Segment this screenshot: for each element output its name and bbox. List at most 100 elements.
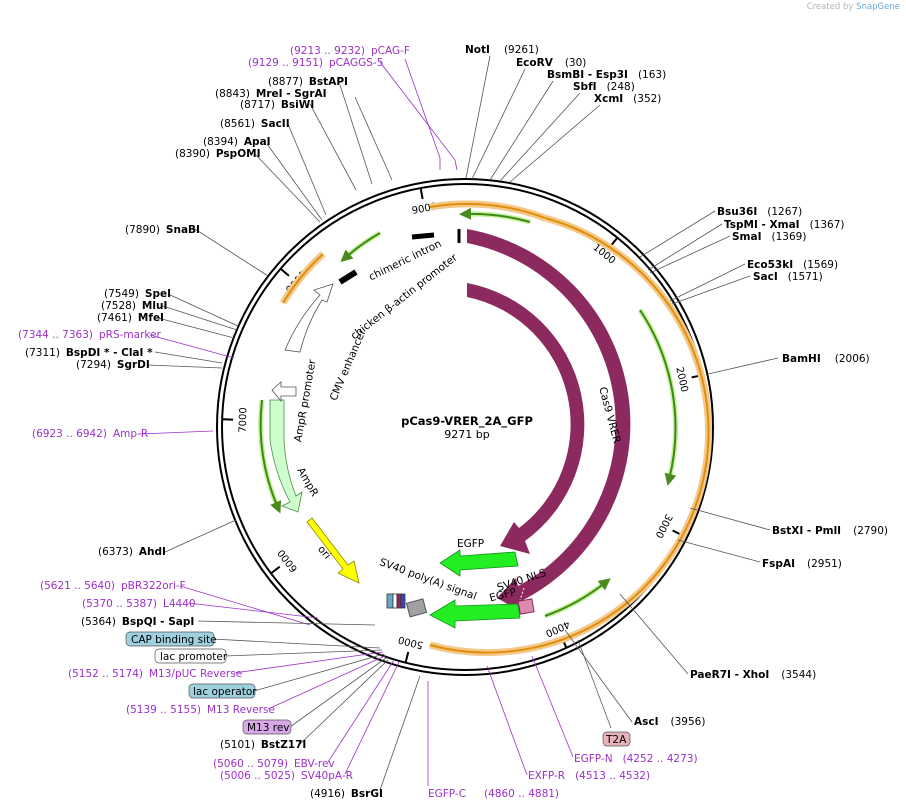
sgrdi-name[interactable]: SgrDI	[117, 359, 150, 371]
sbfi-name[interactable]: SbfI	[573, 81, 597, 93]
line-pcaggs5	[379, 61, 458, 171]
line-spei	[167, 293, 239, 327]
spei-name[interactable]: SpeI	[145, 288, 171, 300]
cmv-enhancer-arrow	[284, 283, 334, 353]
bstapi-pos: (8877)	[268, 76, 303, 88]
svg-text:(5370 .. 5387)L4440: (5370 .. 5387)L4440	[82, 598, 196, 610]
bsmbi-name[interactable]: BsmBI - Esp3I	[547, 69, 628, 81]
line-mrei	[354, 96, 393, 181]
ampr-primer-name[interactable]: Amp-R	[113, 428, 148, 440]
egfpn-name[interactable]: EGFP-N	[574, 753, 613, 765]
saci-pos: (1571)	[788, 271, 823, 283]
line-bsu36i	[639, 210, 716, 258]
tick-mark-5000	[404, 651, 410, 663]
line-saci	[671, 275, 751, 305]
sbfi-pos: (248)	[607, 81, 635, 93]
svg-text:EXFP-R(4513 .. 4532): EXFP-R(4513 .. 4532)	[528, 770, 650, 782]
line-sacii	[287, 123, 327, 216]
ebvrev-name[interactable]: EBV-rev	[294, 758, 335, 770]
paer7i-name[interactable]: PaeR7I - XhoI	[690, 669, 769, 681]
pcaggs5-name[interactable]: pCAGGS-5	[329, 57, 383, 69]
bspqi-name[interactable]: BspQI - SapI	[122, 616, 194, 628]
mlui-name[interactable]: MluI	[142, 300, 167, 312]
tick-label-2000: 2000	[673, 366, 689, 393]
cas9-label: Cas9	[644, 381, 663, 409]
l4440-name[interactable]: L4440	[163, 598, 196, 610]
svg-text:(8717)BsiWI: (8717) BsiWI	[240, 99, 314, 111]
m13rev-name[interactable]: M13 Reverse	[207, 704, 275, 716]
lacprom-box[interactable]	[154, 648, 227, 664]
ahdi-pos: (6373)	[98, 546, 133, 558]
mrei-pos: (8843)	[215, 88, 250, 100]
svg-text:BsmBI - Esp3I(163): BsmBI - Esp3I(163)	[547, 69, 666, 81]
mfei-name[interactable]: MfeI	[138, 312, 164, 324]
tspmi-pos: (1367)	[810, 219, 845, 231]
pcagf-name[interactable]: pCAG-F	[371, 45, 410, 57]
tick-label-6000: 6000	[276, 547, 300, 574]
bsrgi-name[interactable]: BsrGI	[351, 788, 383, 800]
svg-text:PaeR7I - XhoI(3544): PaeR7I - XhoI(3544)	[690, 669, 816, 681]
svg-text:BstXI - PmlI(2790): BstXI - PmlI(2790)	[772, 525, 888, 537]
bstz17i-name[interactable]: BstZ17I	[261, 739, 306, 751]
eco53ki-name[interactable]: Eco53kI	[747, 259, 793, 271]
line-ahdi	[164, 519, 237, 553]
cap-box[interactable]	[125, 631, 215, 647]
svg-text:(5621 .. 5640)pBR322ori-F: (5621 .. 5640)pBR322ori-F	[40, 580, 186, 592]
lac-op-block	[400, 593, 406, 609]
bsiwi-name[interactable]: BsiWI	[281, 99, 314, 111]
region-top-core	[429, 202, 546, 219]
asci-name[interactable]: AscI	[634, 716, 659, 728]
line-apai	[266, 143, 323, 221]
pbr322-name[interactable]: pBR322ori-F	[121, 580, 186, 592]
exfpr-name[interactable]: EXFP-R	[528, 770, 565, 782]
bsiwi-pos: (8717)	[240, 99, 275, 111]
saci-name[interactable]: SacI	[753, 271, 778, 283]
apai-name[interactable]: ApaI	[244, 136, 271, 148]
bamhi-name[interactable]: BamHI	[782, 353, 821, 365]
smai-name[interactable]: SmaI	[732, 231, 762, 243]
line-lacop	[253, 653, 385, 692]
line-mlui	[162, 305, 238, 331]
egfpc-name[interactable]: EGFP-C	[428, 788, 466, 800]
snabi-name[interactable]: SnaBI	[166, 224, 200, 236]
tspmi-name[interactable]: TspMI - XmaI	[724, 219, 800, 231]
egfp-arrow-1	[439, 549, 519, 577]
line-asci	[564, 629, 633, 723]
sgrdi-pos: (7294)	[76, 359, 111, 371]
svg-text:Eco53kI(1569): Eco53kI(1569)	[747, 259, 838, 271]
svg-text:(7528)MluI: (7528) MluI	[101, 300, 167, 312]
tick-label-5000: 5000	[397, 633, 424, 650]
xcmi-name[interactable]: XcmI	[594, 93, 623, 105]
ampr-arrow	[269, 399, 303, 513]
tick-label-7000: 7000	[238, 407, 250, 433]
bspdi-name[interactable]: BspDI * - ClaI *	[66, 347, 153, 359]
line-cap	[211, 638, 381, 649]
egfp-label-1: EGFP	[457, 538, 484, 550]
noti-name[interactable]: NotI	[465, 44, 490, 56]
pspomi-pos: (8390)	[175, 148, 210, 160]
prsmarker-name[interactable]: pRS-marker	[99, 329, 162, 341]
t2a-box[interactable]	[602, 731, 631, 747]
m13rev-box[interactable]	[242, 719, 292, 735]
lacop-box[interactable]	[188, 683, 256, 699]
pspomi-name[interactable]: PspOMI	[216, 148, 261, 160]
sv40par-name[interactable]: SV40pA-R	[301, 770, 353, 782]
sv40-polya-block	[405, 598, 428, 618]
svg-text:(8390)PspOMI: (8390) PspOMI	[175, 148, 260, 160]
mlui-pos: (7528)	[101, 300, 136, 312]
sacii-name[interactable]: SacII	[261, 118, 290, 130]
bsu36i-name[interactable]: Bsu36I	[717, 206, 757, 218]
fspai-name[interactable]: FspAI	[762, 558, 795, 570]
mrei-name[interactable]: MreI - SgrAI	[256, 88, 327, 100]
bstxi-name[interactable]: BstXI - PmlI	[772, 525, 841, 537]
bstapi-name[interactable]: BstAPI	[309, 76, 348, 88]
line-noti	[465, 55, 491, 179]
svg-text:AscI(3956): AscI(3956)	[634, 716, 705, 728]
ecorv-pos: (30)	[565, 57, 587, 69]
svg-text:(5006 .. 5025)SV40pA-R: (5006 .. 5025)SV40pA-R	[220, 770, 353, 782]
ahdi-name[interactable]: AhdI	[139, 546, 166, 558]
m13puc-name[interactable]: M13/pUC Reverse	[149, 668, 242, 680]
cap-block	[386, 593, 394, 609]
ecorv-name[interactable]: EcoRV	[516, 57, 554, 69]
